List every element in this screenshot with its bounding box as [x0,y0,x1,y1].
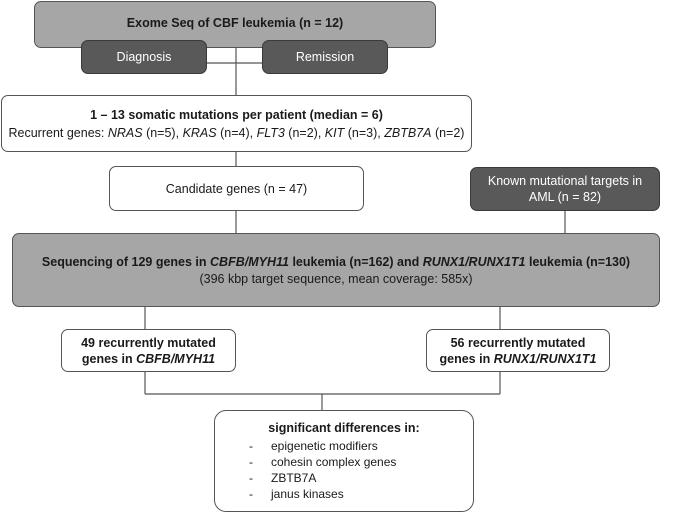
remission-box: Remission [262,40,388,74]
gene-name: NRAS [107,125,143,140]
sequencing-box: Sequencing of 129 genes in CBFB/MYH11 le… [12,233,660,307]
gene-separator: , [175,125,183,140]
recurrent-genes-prefix: Recurrent genes: [8,125,108,140]
list-item: - janus kinases [249,486,439,502]
candidate-genes-box: Candidate genes (n = 47) [109,166,364,211]
sequencing-subtitle: (396 kbp target sequence, mean coverage:… [199,271,473,286]
somatic-mutations-title: 1 – 13 somatic mutations per patient (me… [90,107,383,122]
list-item-label: epigenetic modifiers [271,439,378,453]
gene-name: KRAS [182,125,217,140]
gene-name: FLT3 [256,125,285,140]
gene-separator: , [317,125,325,140]
known-targets-line1: Known mutational targets in [487,174,643,188]
cbfb-result-prefix: genes in [81,351,137,366]
known-targets-box: Known mutational targets in AML (n = 82) [470,167,660,211]
differences-list: - epigenetic modifiers - cohesin complex g… [249,438,439,502]
runx1-result-line1: 56 recurrently mutated [450,335,586,350]
diagnosis-label: Diagnosis [116,50,172,64]
gene-count: (n=5) [142,125,176,140]
cbfb-result-line2: genes in CBFB/MYH11 [82,351,215,367]
cbfb-result-box: 49 recurrently mutated genes in CBFB/MYH… [61,329,236,372]
gene-name: KIT [324,125,345,140]
list-item-label: janus kinases [271,487,344,501]
list-bullet: - [249,487,253,501]
list-item: - cohesin complex genes [249,454,439,470]
list-bullet: - [249,439,253,453]
sequencing-title: Sequencing of 129 genes in CBFB/MYH11 le… [42,254,630,270]
diagnosis-box: Diagnosis [81,40,207,74]
sequencing-gene-cbfb: CBFB/MYH11 [210,254,289,269]
list-bullet: - [249,455,253,469]
candidate-genes-label: Candidate genes (n = 47) [165,181,308,196]
runx1-result-line2: genes in RUNX1/RUNX1T1 [440,351,597,367]
sequencing-title-part: leukemia (n=130) [525,254,631,269]
sequencing-title-part: Sequencing of 129 genes in [41,254,211,269]
recurrent-genes-line: Recurrent genes: NRAS (n=5), KRAS (n=4),… [9,125,465,141]
differences-box: significant differences in: - epigenetic … [214,410,474,512]
runx1-result-prefix: genes in [439,351,494,366]
gene-count: (n=4) [216,125,250,140]
list-item-label: ZBTB7A [271,471,317,485]
list-item-label: cohesin complex genes [271,455,397,469]
gene-separator: , [377,125,385,140]
remission-label: Remission [295,50,355,64]
gene-separator: , [249,125,257,140]
cbfb-result-gene: CBFB/MYH11 [136,351,216,366]
exome-seq-title: Exome Seq of CBF leukemia (n = 12) [126,16,344,30]
somatic-mutations-box: 1 – 13 somatic mutations per patient (me… [1,95,472,152]
cbfb-result-line1: 49 recurrently mutated [81,335,216,350]
gene-count: (n=2) [284,125,318,140]
sequencing-title-part: leukemia (n=162) and [288,254,423,269]
gene-count: (n=2) [431,125,465,140]
list-item: - epigenetic modifiers [249,438,439,454]
sequencing-gene-runx1: RUNX1/RUNX1T1 [422,254,526,269]
gene-count: (n=3) [344,125,378,140]
runx1-result-gene: RUNX1/RUNX1T1 [493,351,597,366]
runx1-result-box: 56 recurrently mutated genes in RUNX1/RU… [426,329,610,372]
list-bullet: - [249,471,253,485]
gene-name: ZBTB7A [384,125,432,140]
list-item: - ZBTB7A [249,470,439,486]
known-targets-line2: AML (n = 82) [528,190,602,204]
differences-title: significant differences in: [268,421,420,435]
